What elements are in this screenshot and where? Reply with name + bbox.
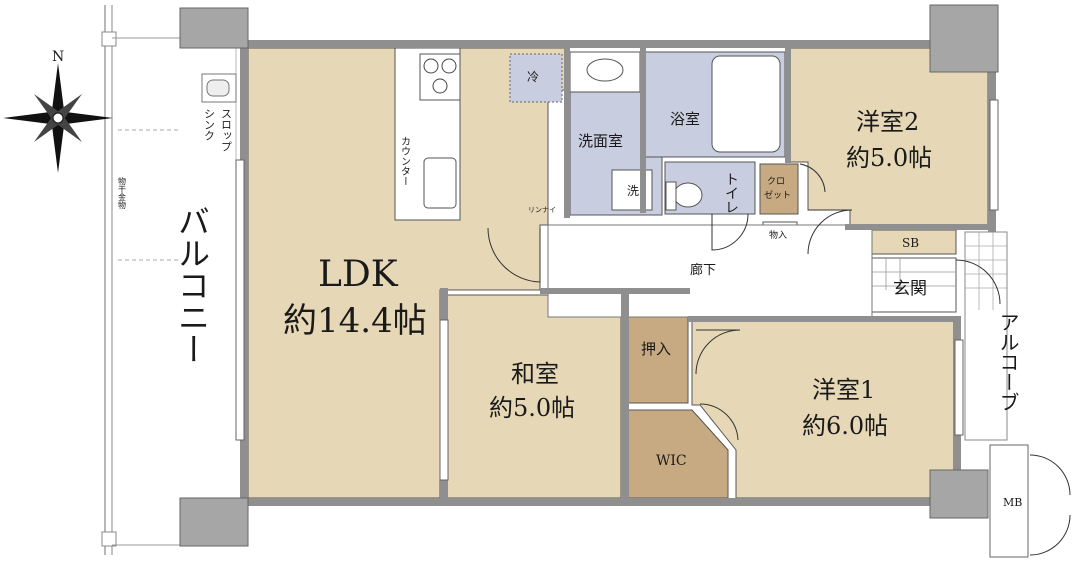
yoshitsu2-size: 約5.0帖	[846, 144, 932, 172]
pillar-top-right	[929, 4, 999, 73]
windows	[235, 99, 999, 481]
washbasin-bowl	[586, 58, 624, 82]
senmen-label: 洗面室	[578, 132, 623, 150]
window-yoshitsu2	[989, 99, 999, 211]
wic-label: WIC	[656, 453, 687, 469]
sb-floor	[871, 229, 957, 255]
toilet-tank	[665, 181, 677, 211]
genkan-tiles	[872, 258, 956, 290]
slop-sink-label-1: スロップ	[220, 108, 233, 152]
window-yoshitsu1	[954, 339, 964, 436]
rinnai-label: リンナイ	[528, 206, 556, 214]
yoshitsu2-floor	[789, 47, 989, 226]
mb-label: MB	[1003, 496, 1022, 509]
closet-label-1: クロ	[767, 176, 785, 187]
monohoshi-label: 物干金物	[118, 176, 127, 210]
alcove-area	[964, 231, 1008, 441]
slop-sink-label-2: シンク	[203, 108, 216, 141]
window-balcony	[235, 159, 245, 441]
pillar-bottom-left	[179, 497, 249, 547]
genkan-label: 玄関	[893, 279, 927, 299]
ldk-label: LDK	[318, 254, 399, 295]
washitsu-size: 約5.0帖	[489, 394, 575, 422]
pillar-bottom-right	[929, 469, 989, 519]
closet-label-2: ゼット	[764, 189, 791, 201]
sen-label: 洗	[627, 184, 639, 198]
wet-areas	[509, 51, 786, 216]
balcony-label: バルコニー	[173, 205, 211, 365]
toilet-bowl	[673, 182, 703, 208]
bathtub	[711, 55, 781, 153]
slop-sink	[201, 73, 237, 103]
yoshitsu1-size: 約6.0帖	[802, 412, 888, 440]
washitsu-label: 和室	[511, 360, 559, 388]
pillar-top-left	[179, 7, 249, 49]
pillars	[179, 4, 999, 547]
alcove-label: アルコーブ	[996, 312, 1020, 412]
oshiire-label: 押入	[641, 340, 671, 358]
door-swings	[487, 163, 1071, 556]
yoshitsu1-floor	[691, 319, 956, 499]
ldk-size: 約14.4帖	[283, 301, 427, 341]
compass-north-label: N	[52, 49, 64, 65]
counter-label: カウンター	[399, 136, 411, 186]
toilet-label: トイレ	[723, 172, 739, 214]
kitchen-counter	[394, 47, 461, 221]
rei-label: 冷	[527, 70, 539, 84]
fridge-space	[509, 53, 563, 103]
yokushitsu-label: 浴室	[670, 110, 700, 128]
monoire-label: 物入	[769, 229, 787, 241]
closet-floor	[759, 163, 799, 215]
compass-rose	[3, 63, 113, 173]
window-washitsu	[439, 319, 449, 481]
corridor-floor	[547, 224, 873, 318]
yoshitsu2-label: 洋室2	[856, 108, 919, 136]
mb-box	[989, 444, 1029, 558]
roka-label: 廊下	[690, 262, 716, 278]
sb-label: SB	[902, 236, 919, 250]
yoshitsu1-label: 洋室1	[812, 376, 875, 404]
